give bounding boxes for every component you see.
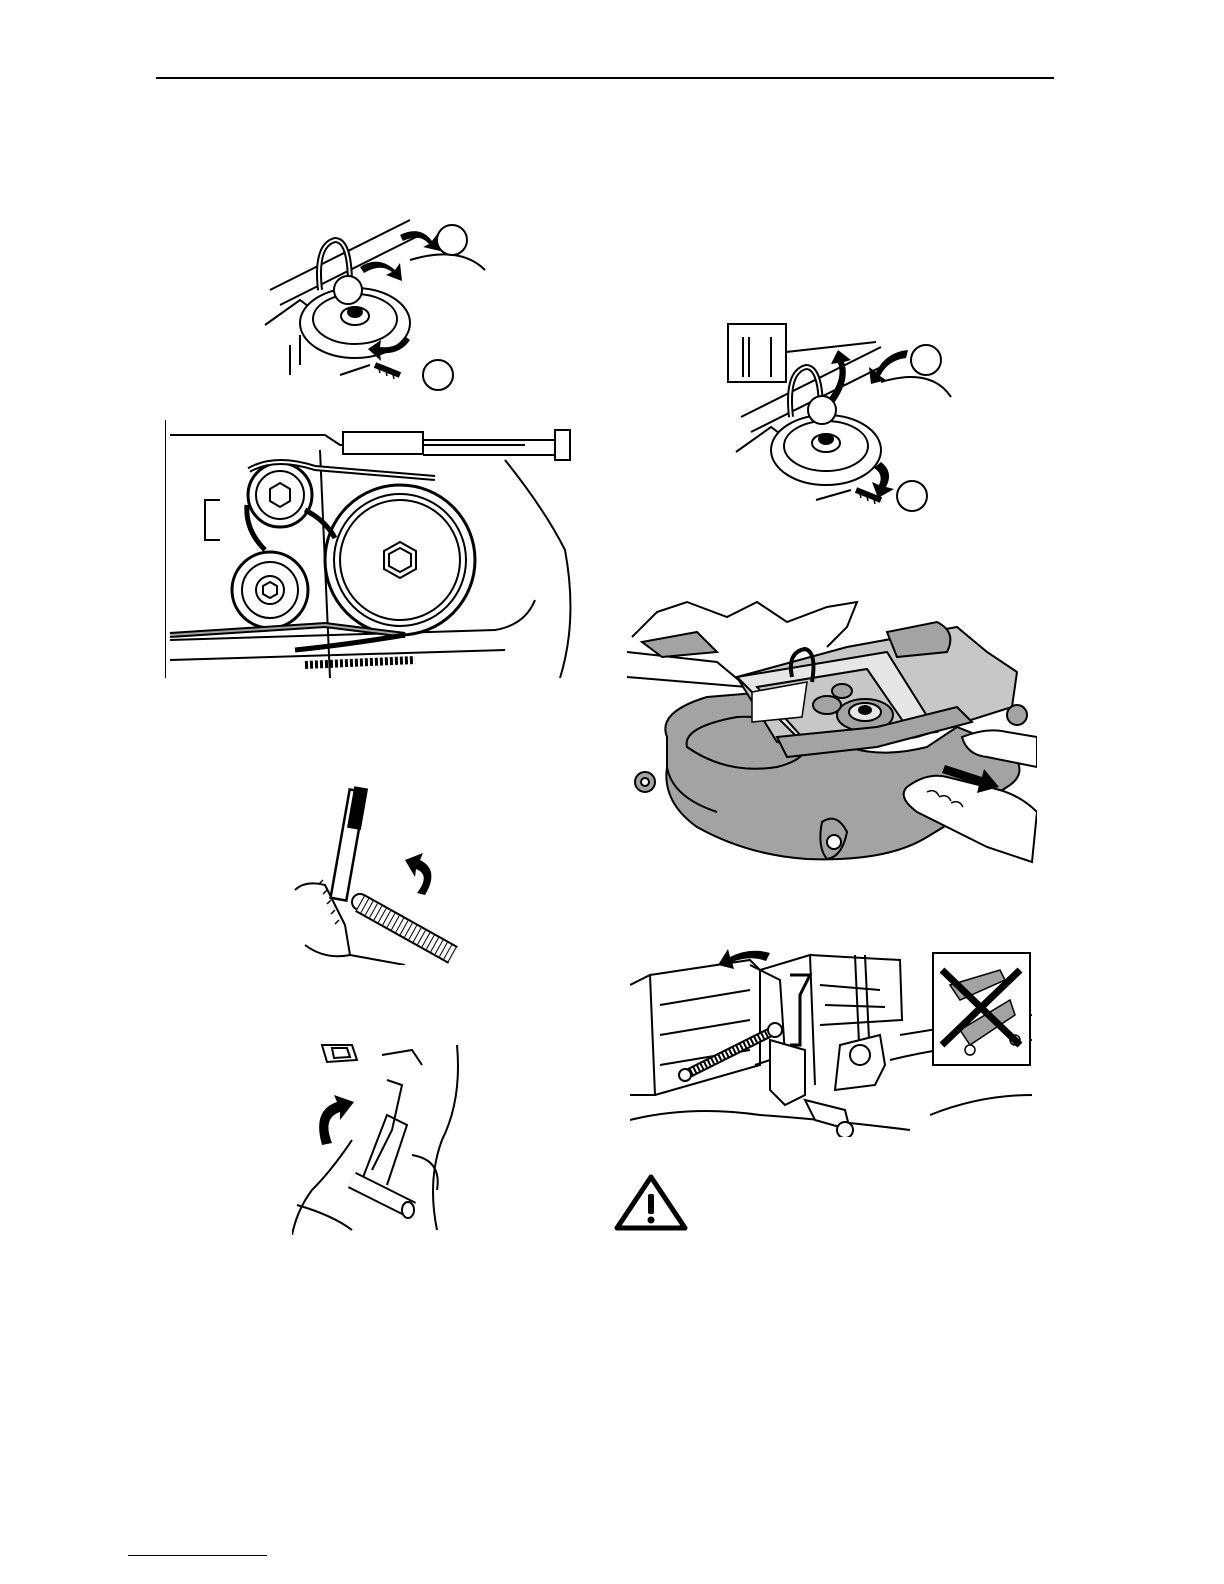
fig-spring-hook-correct-incorrect bbox=[630, 945, 1032, 1137]
header-rule bbox=[156, 77, 1054, 79]
callout-circle bbox=[423, 360, 453, 390]
callout-circle bbox=[911, 345, 941, 375]
callout-circle bbox=[808, 396, 836, 424]
warning-triangle-icon bbox=[614, 1174, 688, 1231]
callout-circle bbox=[897, 481, 927, 511]
fig-belt-install-callouts bbox=[726, 322, 956, 512]
callout-circle bbox=[437, 225, 467, 255]
callout-circle bbox=[334, 276, 362, 304]
fig-deck-pull-out bbox=[627, 597, 1037, 867]
incorrect-inset bbox=[933, 953, 1030, 1065]
inset-box bbox=[728, 324, 786, 382]
fig-lift-lever-raise bbox=[285, 785, 465, 965]
fig-pedal-lever-raise bbox=[292, 1040, 462, 1235]
fig-belt-routing bbox=[165, 420, 578, 678]
fig-belt-remove-callouts bbox=[260, 215, 495, 395]
footnote-rule bbox=[128, 1555, 267, 1556]
